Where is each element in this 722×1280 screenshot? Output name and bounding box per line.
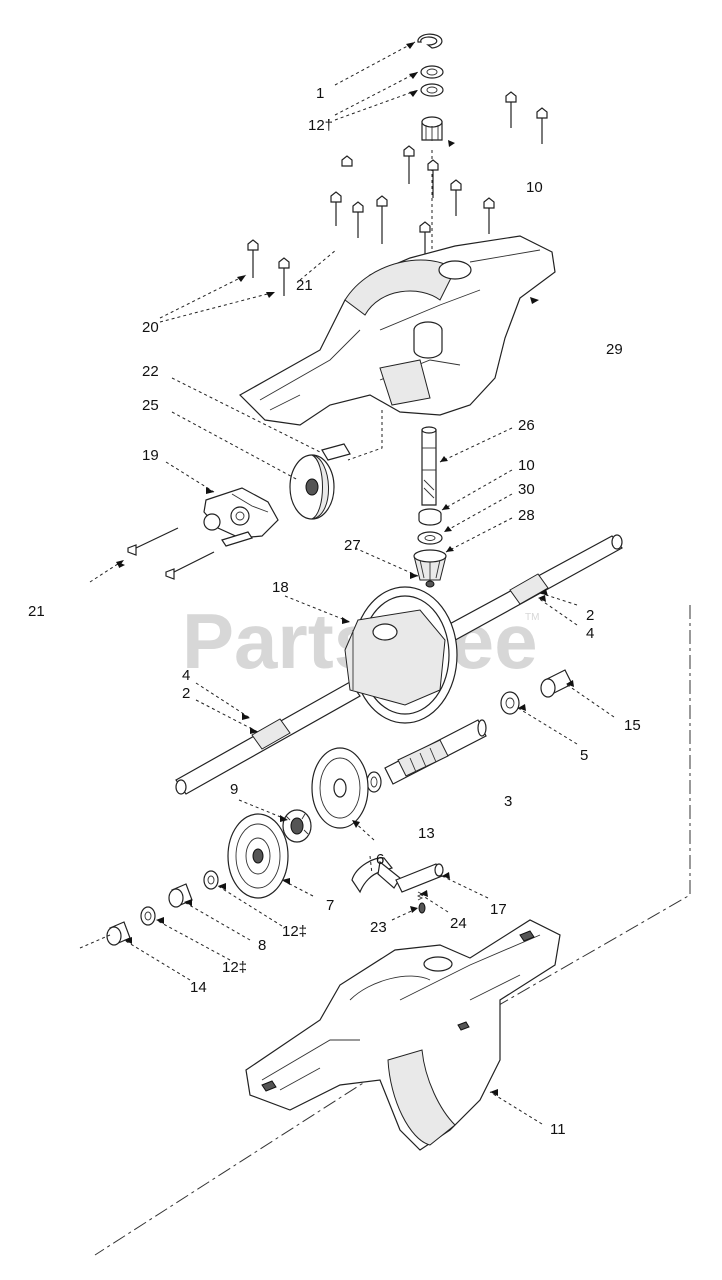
pinion-bearing xyxy=(418,508,442,526)
shift-fork-assembly xyxy=(203,487,279,547)
left-axis-line xyxy=(79,934,111,949)
shift-collar-9 xyxy=(282,809,312,843)
brake-disc xyxy=(289,454,335,520)
upper-housing xyxy=(239,235,556,426)
top-washers xyxy=(420,65,444,97)
key-part xyxy=(321,443,351,461)
callout-15: 15 xyxy=(624,717,641,734)
callout-13: 13 xyxy=(418,825,435,842)
callout-7: 7 xyxy=(326,897,334,914)
output-shaft xyxy=(384,719,487,785)
lower-housing xyxy=(245,919,561,1151)
right-washer xyxy=(500,691,520,715)
callout-3: 3 xyxy=(504,793,512,810)
assembly-boundary-line xyxy=(94,605,691,1256)
shift-shaft-17 xyxy=(395,863,444,893)
callout-labels: 1 12† 10 21 20 29 22 25 19 26 10 30 28 2… xyxy=(28,85,641,1138)
callout-4-right: 4 xyxy=(586,625,594,642)
differential-ring-gear xyxy=(344,586,458,724)
callout-12-dagger: 12† xyxy=(308,117,333,134)
shift-fork-13 xyxy=(351,857,401,894)
left-axle xyxy=(175,681,361,795)
callout-2-left: 2 xyxy=(182,685,190,702)
callout-22: 22 xyxy=(142,363,159,380)
left-washer-12-lower xyxy=(140,906,156,926)
callout-21-upper: 21 xyxy=(296,277,313,294)
callout-19: 19 xyxy=(142,447,159,464)
spring-24 xyxy=(416,891,424,901)
pinion-shaft xyxy=(421,426,437,506)
callout-23: 23 xyxy=(370,919,387,936)
callout-9: 9 xyxy=(230,781,238,798)
pinion-washer xyxy=(417,531,443,545)
housing-bolts xyxy=(127,91,548,580)
callout-10-lower: 10 xyxy=(518,457,535,474)
callout-30: 30 xyxy=(518,481,535,498)
callout-28: 28 xyxy=(518,507,535,524)
callout-26: 26 xyxy=(518,417,535,434)
callout-17: 17 xyxy=(490,901,507,918)
pinion-axis-line xyxy=(347,410,383,461)
large-gear-6 xyxy=(311,747,369,829)
callout-21-lower: 21 xyxy=(28,603,45,620)
callout-1: 1 xyxy=(316,85,324,102)
watermark-trademark: TM xyxy=(525,612,539,623)
callout-12-ddagger-lower: 12‡ xyxy=(222,959,247,976)
callout-25: 25 xyxy=(142,397,159,414)
callout-29: 29 xyxy=(606,341,623,358)
bevel-pinion-gear xyxy=(413,549,447,588)
callout-4-left: 4 xyxy=(182,667,190,684)
callout-6: 6 xyxy=(376,851,384,868)
callout-5: 5 xyxy=(580,747,588,764)
callout-27: 27 xyxy=(344,537,361,554)
callout-24: 24 xyxy=(450,915,467,932)
callout-8: 8 xyxy=(258,937,266,954)
callout-11: 11 xyxy=(550,1121,566,1138)
top-needle-bearing xyxy=(421,116,443,141)
callout-20: 20 xyxy=(142,319,159,336)
arrowheads xyxy=(116,42,574,1096)
output-shaft-washer xyxy=(366,771,382,793)
callout-2-right: 2 xyxy=(586,607,594,624)
large-gear-7 xyxy=(227,813,289,899)
right-spacer xyxy=(540,669,573,698)
left-bushing-14 xyxy=(106,921,131,946)
leader-lines xyxy=(89,41,615,1125)
callout-12-ddagger-upper: 12‡ xyxy=(282,923,307,940)
ball-23 xyxy=(418,902,426,914)
callout-14: 14 xyxy=(190,979,207,996)
left-washer-12-upper xyxy=(203,870,219,890)
top-retaining-clip xyxy=(417,33,443,49)
callout-18: 18 xyxy=(272,579,289,596)
callout-10-upper: 10 xyxy=(526,179,543,196)
